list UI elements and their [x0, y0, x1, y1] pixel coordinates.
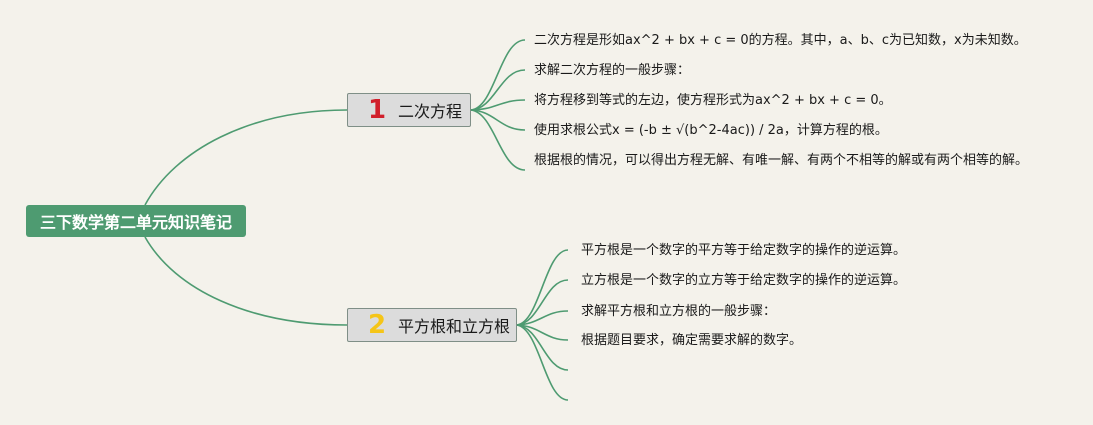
- connector-topic1-leaf-5: [470, 109, 526, 171]
- topic-label: 二次方程: [398, 102, 463, 121]
- note-item[interactable]: 求解二次方程的一般步骤：: [534, 63, 691, 78]
- note-item[interactable]: 立方根是一个数字的立方等于给定数字的操作的逆运算。: [581, 273, 907, 288]
- note-item[interactable]: 根据根的情况，可以得出方程无解、有唯一解、有两个不相等的解或有两个相等的解。: [534, 153, 1029, 168]
- topic-number-badge: 1: [367, 95, 387, 125]
- note-item[interactable]: 平方根是一个数字的平方等于给定数字的操作的逆运算。: [581, 243, 907, 258]
- connector-root-topic-2: [144, 236, 348, 326]
- note-item[interactable]: 使用求根公式x = (-b ± √(b^2-4ac)) / 2a，计算方程的根。: [534, 123, 888, 138]
- connector-root-topic-1: [144, 109, 348, 206]
- connector-topic1-leaf-3: [470, 99, 526, 111]
- topic-label: 平方根和立方根: [398, 317, 511, 336]
- root-topic-label: 三下数学第二单元知识笔记: [39, 213, 232, 232]
- connector-topic1-leaf-1: [470, 39, 526, 111]
- connector-topic2-leaf-6: [516, 324, 569, 401]
- note-item[interactable]: 二次方程是形如ax^2 + bx + c = 0的方程。其中，a、b、c为已知数…: [534, 33, 1027, 48]
- connector-topic2-leaf-3: [516, 310, 569, 326]
- root-topic[interactable]: 三下数学第二单元知识笔记: [26, 205, 246, 237]
- connector-topic2-leaf-5: [516, 324, 569, 371]
- note-item[interactable]: 将方程移到等式的左边，使方程形式为ax^2 + bx + c = 0。: [534, 93, 892, 108]
- connector-topic1-leaf-4: [470, 109, 526, 131]
- connector-topic1-leaf-2: [470, 69, 526, 111]
- topic-quadratic-equations[interactable]: 1 二次方程: [347, 93, 471, 127]
- connector-topic2-leaf-1: [516, 249, 569, 326]
- note-item[interactable]: 求解平方根和立方根的一般步骤：: [581, 304, 777, 319]
- topic-number-badge: 2: [367, 310, 387, 340]
- note-item[interactable]: 根据题目要求，确定需要求解的数字。: [581, 333, 803, 348]
- topic-square-and-cube-roots[interactable]: 2 平方根和立方根: [347, 308, 517, 342]
- connector-topic2-leaf-2: [516, 279, 569, 326]
